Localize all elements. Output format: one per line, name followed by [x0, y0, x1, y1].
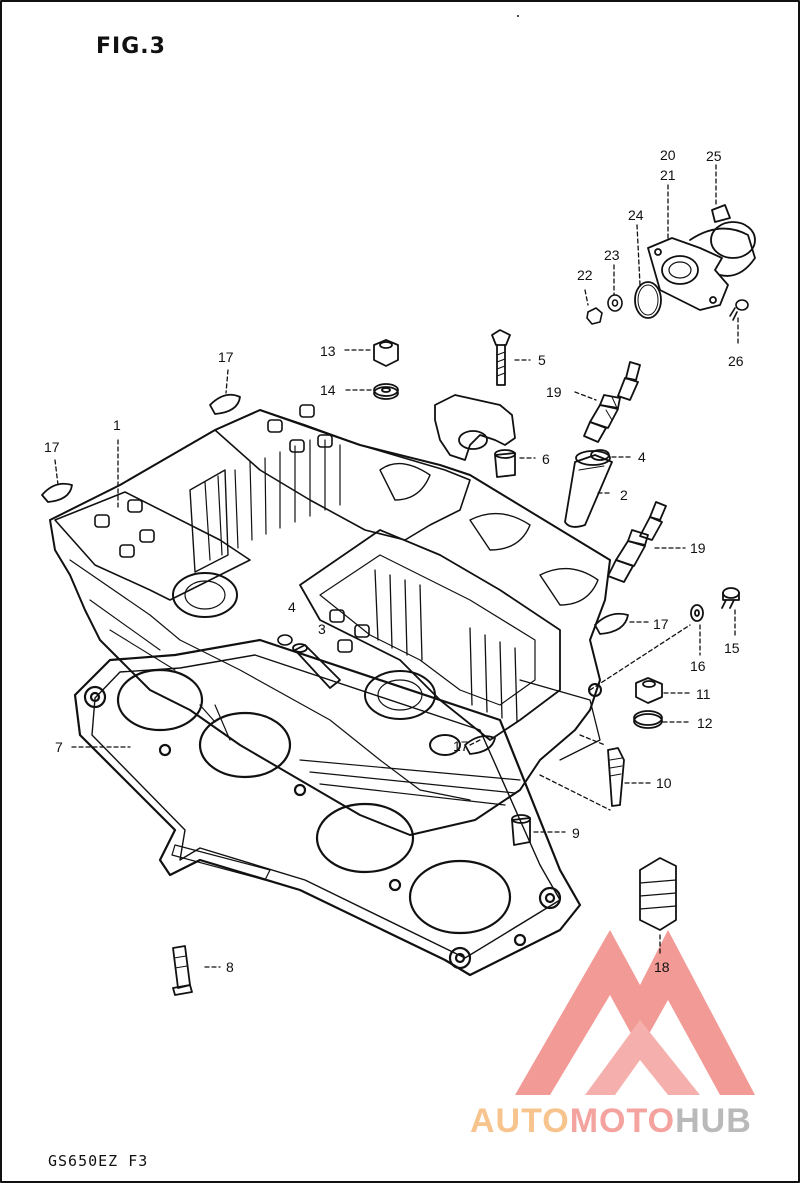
callout-11: 11 [696, 686, 711, 702]
model-code: GS650EZ F3 [48, 1152, 149, 1170]
dowel-pin-part-9 [511, 814, 531, 846]
nut-part-13 [373, 339, 399, 367]
callout-2: 2 [620, 487, 628, 503]
watermark-hub: HUB [675, 1102, 752, 1140]
watermark-moto: MOTO [569, 1102, 676, 1140]
callout-16: 16 [690, 658, 706, 674]
screw-part-26 [729, 299, 749, 321]
callout-4-left: 4 [288, 599, 296, 615]
rubber-damper-part-18 [639, 857, 677, 931]
callout-20: 20 [660, 147, 676, 163]
callout-22: 22 [577, 267, 593, 283]
washer-part-23 [607, 294, 623, 312]
stud-part-10 [607, 747, 625, 807]
callout-1: 1 [113, 417, 121, 433]
callout-17-left: 17 [44, 439, 60, 455]
stud-part-8 [172, 945, 193, 996]
plug-insulator-part-2 [564, 450, 613, 528]
callout-19-upper: 19 [546, 384, 562, 400]
o-ring-part-24 [634, 281, 662, 319]
stud-part-5 [491, 329, 511, 386]
callout-24: 24 [628, 207, 644, 223]
figure-title: FIG.3 [96, 34, 166, 59]
cam-cap-part-6 [434, 394, 516, 461]
callout-21: 21 [660, 167, 676, 183]
nut-part-22 [586, 307, 603, 325]
callout-7: 7 [55, 739, 63, 755]
half-moon-plugs-part-17 [41, 393, 629, 755]
callout-26: 26 [728, 353, 744, 369]
callout-17-right: 17 [653, 616, 669, 632]
washer-part-16 [690, 604, 704, 622]
spark-plug-part-19-upper [583, 361, 641, 443]
nut-part-11 [635, 677, 663, 704]
callout-3: 3 [318, 621, 326, 637]
o-ring-part-4-left [277, 634, 293, 646]
stud-part-3 [292, 643, 341, 689]
callout-15: 15 [724, 640, 740, 656]
watermark-text: AUTOMOTOHUB [470, 1102, 752, 1141]
cylinder-head-part-1 [49, 404, 611, 836]
callout-4-right: 4 [638, 449, 646, 465]
callout-12: 12 [697, 715, 713, 731]
callout-17-top: 17 [218, 349, 234, 365]
callout-23: 23 [604, 247, 620, 263]
leader-lines [54, 164, 739, 968]
speck-dot [517, 15, 519, 17]
callout-19-lower: 19 [690, 540, 706, 556]
callout-8: 8 [226, 959, 234, 975]
callout-5: 5 [538, 352, 546, 368]
bolt-part-15 [721, 587, 740, 609]
dowel-pin-near-cap [494, 449, 516, 478]
head-gasket-part-7 [73, 638, 582, 977]
washer-part-12 [633, 710, 663, 729]
callout-25: 25 [706, 148, 722, 164]
callout-10: 10 [656, 775, 672, 791]
callout-18: 18 [654, 959, 670, 975]
callout-6: 6 [542, 451, 550, 467]
hose-clamp-part-25 [710, 204, 756, 259]
watermark-auto: AUTO [470, 1102, 570, 1140]
spark-plug-part-19-lower [607, 501, 667, 583]
washer-part-14 [373, 383, 399, 400]
callout-14: 14 [320, 382, 336, 398]
o-ring-part-4-right [590, 449, 610, 461]
watermark-logo [515, 930, 755, 1095]
callout-9: 9 [572, 825, 580, 841]
callout-17-center: 17 [453, 738, 469, 754]
callout-13: 13 [320, 343, 336, 359]
intake-pipe-part-20-21 [647, 227, 756, 311]
